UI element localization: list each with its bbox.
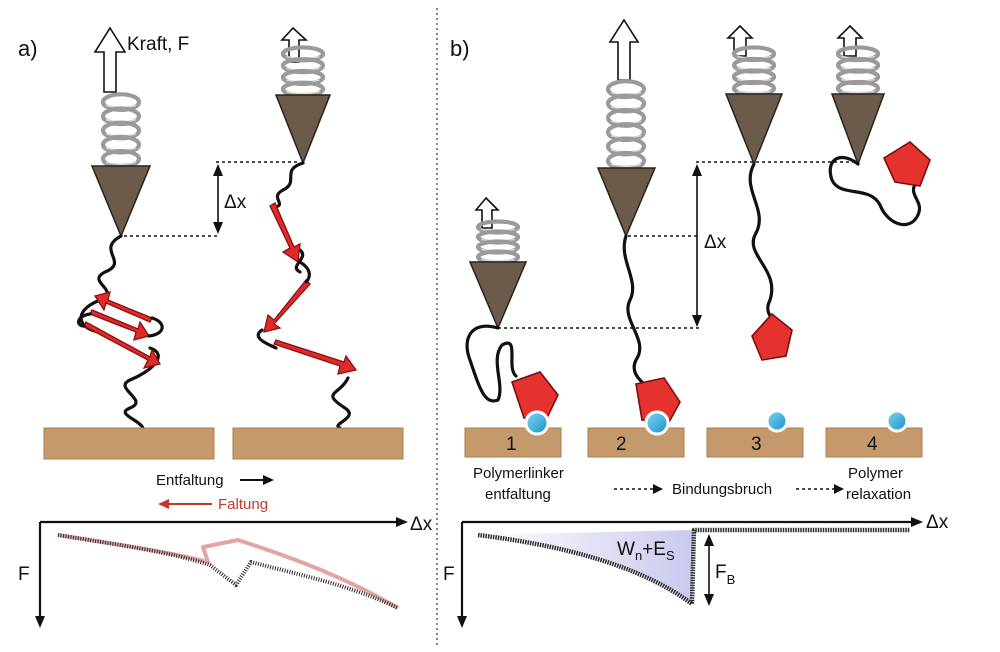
panel-a-label: a) (18, 36, 38, 61)
panel-a-substrate-left (43, 427, 215, 460)
stage3-chain (748, 162, 774, 320)
panel-b-axes (457, 517, 923, 628)
panel-a-axes (35, 517, 408, 628)
stage3-protein (751, 312, 793, 361)
spring-highlight (481, 258, 515, 262)
stage3-tip (724, 93, 784, 167)
stage2-tip (596, 167, 657, 238)
panel-b-label: b) (450, 36, 470, 61)
stage1-tip (468, 261, 528, 330)
process-arrow-2 (796, 484, 844, 494)
panel-a-pull-arrow (93, 26, 127, 93)
stage4-substrate (825, 427, 923, 458)
stage1-label-line1: Polymerlinker (473, 465, 564, 482)
spring-highlight (841, 90, 875, 94)
panel-a-tip-left (90, 165, 152, 238)
panel-b-axis-y: F (443, 564, 455, 585)
panel-a-folded-protein (77, 291, 164, 369)
unfolding-label: Entfaltung (156, 472, 224, 489)
stage4-protein (882, 141, 931, 187)
spring-highlight (737, 90, 771, 94)
stage2-substrate (587, 427, 685, 458)
stage1-label-line2: entfaltung (485, 486, 551, 503)
work-area (478, 530, 694, 604)
step-3: 3 (751, 434, 762, 455)
stage4-bead-front (885, 409, 909, 433)
step-2: 2 (616, 434, 627, 455)
panel-a-substrate-right (232, 427, 404, 460)
stage3-pull-arrow (726, 24, 754, 57)
panel-a-delta-x-arrow (213, 164, 223, 234)
stage1-pull-arrow (474, 196, 500, 229)
rupture-force-label: FB (715, 562, 735, 587)
step-1: 1 (506, 434, 517, 455)
stage4-chain (828, 156, 922, 227)
process-arrow-1 (614, 484, 663, 494)
force-label: Kraft, F (127, 34, 189, 55)
panel-a-curve-unfolding (57, 533, 399, 610)
stage1-protein (510, 371, 559, 421)
stage2-bead-front (644, 410, 670, 436)
spring-highlight (286, 91, 320, 95)
stage1-bead-front (524, 410, 550, 436)
stage2-chain (622, 234, 646, 386)
stage2-label: Bindungsbruch (672, 481, 772, 498)
panel-a-chain-right (256, 161, 351, 430)
stage3-bead-front (765, 409, 789, 433)
panel-b-delta-x: Δx (704, 232, 727, 253)
stage2-protein (635, 377, 681, 425)
unfolding-arrow (240, 475, 274, 485)
rupture-force-arrow (704, 534, 714, 606)
panel-a-axis-y: F (18, 564, 30, 585)
panel-a-axis-x: Δx (410, 514, 433, 535)
panel-b-delta-x-arrow (692, 164, 702, 327)
stage2-spring (605, 79, 647, 171)
panel-b-curve (477, 527, 910, 607)
stage3-label-line2: relaxation (846, 486, 911, 503)
panel-a-spring-left (100, 92, 142, 169)
stage1-substrate (464, 427, 562, 458)
spring-highlight (610, 163, 642, 167)
spring-highlight (105, 161, 137, 165)
panel-a-delta-x: Δx (224, 192, 247, 213)
work-label: Wn+ES (617, 539, 675, 563)
stage1-chain (465, 324, 518, 403)
stage3-substrate (706, 427, 804, 458)
panel-a-tip-right (274, 94, 332, 166)
stage3-label-line1: Polymer (848, 465, 903, 482)
step-4: 4 (867, 434, 878, 455)
panel-b-axis-x: Δx (926, 512, 949, 533)
panel-a-pull-arrow-small (280, 26, 309, 63)
panel-a-curve-folding (57, 533, 400, 610)
stage4-tip (830, 93, 886, 167)
stage1-spring (475, 219, 521, 265)
folding-label: Faltung (218, 496, 268, 513)
stage2-pull-arrow (608, 18, 640, 81)
folding-arrow (158, 499, 212, 509)
stage4-spring (835, 45, 881, 97)
panel-a-unfolded-protein (263, 202, 358, 375)
